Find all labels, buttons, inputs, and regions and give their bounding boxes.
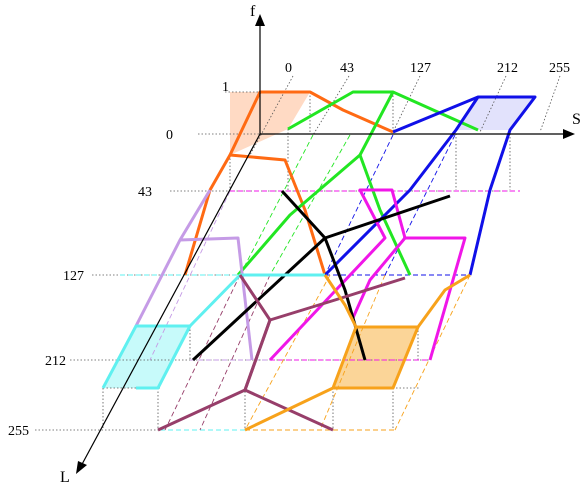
f-axis-arrowhead — [255, 14, 265, 26]
curve-orange-up — [323, 274, 358, 328]
f-tick-1: 1 — [222, 80, 229, 95]
f-tick-0: 0 — [166, 128, 173, 143]
s-axis-arrowhead — [563, 129, 575, 139]
l-tick-212: 212 — [45, 354, 66, 369]
f-axis-label: f — [250, 3, 256, 20]
curve-orange-red-leg — [183, 154, 232, 276]
curve-green-right — [358, 154, 412, 276]
s-axis-label: S — [572, 111, 580, 128]
l-axis-label: L — [60, 469, 70, 486]
s-tick-127: 127 — [410, 61, 431, 76]
l-tick-127: 127 — [63, 269, 84, 284]
curve-blue — [392, 95, 537, 276]
curve-violet — [134, 189, 212, 327]
l-axis-arrowhead — [76, 461, 87, 474]
l-tick-255: 255 — [8, 424, 29, 439]
peak-face-orange — [333, 327, 418, 388]
curve-orange — [244, 325, 420, 432]
s-tick-0: 0 — [285, 61, 292, 76]
curve-orange-side — [416, 273, 471, 328]
curve-magenta-inner — [350, 237, 407, 321]
s-tick-212: 212 — [497, 61, 518, 76]
curve-orange-red — [228, 90, 394, 276]
s-tick-43: 43 — [340, 61, 354, 76]
axes — [79, 22, 566, 469]
dashed-floor-grid — [120, 133, 540, 431]
peak-face-orange-red — [230, 92, 310, 155]
curve-magenta — [268, 188, 467, 362]
peak-face-cyan — [103, 326, 190, 388]
curve-blue-left — [323, 96, 480, 277]
l-tick-43: 43 — [138, 185, 152, 200]
s-tick-255: 255 — [549, 61, 570, 76]
curve-maroon-low — [238, 274, 272, 391]
curve-violet-top — [179, 236, 254, 361]
curve-green-lower — [236, 91, 395, 276]
l-axis — [79, 133, 261, 469]
curve-green — [287, 90, 479, 132]
